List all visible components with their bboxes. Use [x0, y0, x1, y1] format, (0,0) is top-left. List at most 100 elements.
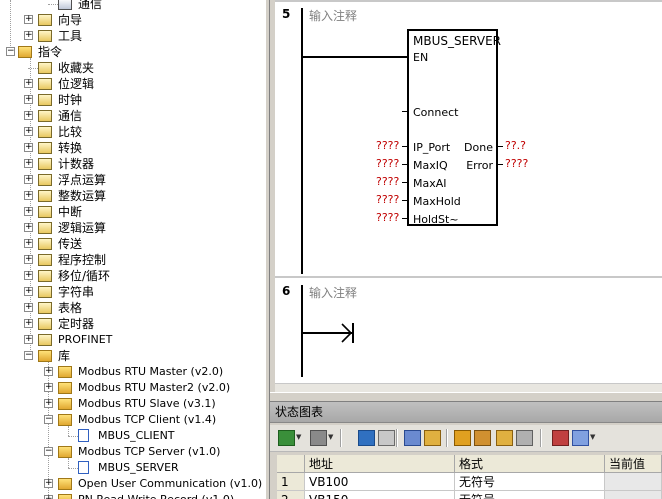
- insert-dropdown-arrow-icon[interactable]: ▼: [296, 433, 302, 441]
- grid-header-format[interactable]: 格式: [455, 455, 605, 473]
- project-tree[interactable]: 通信+向导+工具−指令收藏夹+位逻辑+时钟+通信+比较+转换+计数器+浮点运算+…: [0, 0, 265, 499]
- read-forced-icon[interactable]: [516, 430, 533, 446]
- expand-toggle-icon[interactable]: +: [24, 78, 33, 88]
- ip-port-operand[interactable]: ????: [376, 139, 400, 152]
- network-number[interactable]: 6: [282, 284, 291, 298]
- write-icon[interactable]: [424, 430, 441, 446]
- expand-toggle-icon[interactable]: +: [24, 174, 33, 184]
- status-chart-grid[interactable]: 地址 格式 当前值 1 VB100 无符号 2 VB150 无符号: [277, 455, 662, 499]
- tree-item[interactable]: +通信: [0, 108, 265, 124]
- expand-toggle-icon[interactable]: +: [24, 318, 33, 328]
- collapse-toggle-icon[interactable]: −: [44, 446, 53, 456]
- editor-status-splitter[interactable]: [270, 392, 662, 402]
- editor-horizontal-scrollbar[interactable]: [275, 383, 662, 392]
- delete-dropdown-arrow-icon[interactable]: ▼: [328, 433, 334, 441]
- insert-row-icon[interactable]: [278, 430, 295, 446]
- unforce-icon[interactable]: [474, 430, 491, 446]
- format-cell[interactable]: 无符号: [455, 491, 605, 499]
- address-cell[interactable]: VB150: [305, 491, 455, 499]
- holdst-operand[interactable]: ????: [376, 211, 400, 224]
- maxiq-operand[interactable]: ????: [376, 157, 400, 170]
- tree-item[interactable]: +字符串: [0, 284, 265, 300]
- tree-item[interactable]: −Modbus TCP Server (v1.0): [0, 444, 265, 460]
- expand-toggle-icon[interactable]: +: [24, 190, 33, 200]
- tree-item[interactable]: +整数运算: [0, 188, 265, 204]
- expand-toggle-icon[interactable]: +: [24, 302, 33, 312]
- network-comment[interactable]: 输入注释: [309, 9, 358, 23]
- tree-item[interactable]: +向导: [0, 12, 265, 28]
- expand-toggle-icon[interactable]: +: [24, 222, 33, 232]
- row-number[interactable]: 1: [277, 473, 305, 491]
- options-icon[interactable]: [572, 430, 589, 446]
- expand-toggle-icon[interactable]: +: [24, 110, 33, 120]
- collapse-toggle-icon[interactable]: −: [6, 46, 15, 56]
- pencil-icon[interactable]: [404, 430, 421, 446]
- expand-toggle-icon[interactable]: +: [24, 238, 33, 248]
- tree-item[interactable]: +移位/循环: [0, 268, 265, 284]
- collapse-toggle-icon[interactable]: −: [44, 414, 53, 424]
- grid-header-current-value[interactable]: 当前值: [605, 455, 662, 473]
- tree-item[interactable]: +Open User Communication (v1.0): [0, 476, 265, 492]
- grid-header-address[interactable]: 地址: [305, 455, 455, 473]
- tree-item[interactable]: +比较: [0, 124, 265, 140]
- network-comment[interactable]: 输入注释: [309, 286, 358, 300]
- expand-toggle-icon[interactable]: +: [24, 142, 33, 152]
- tree-splitter[interactable]: [265, 0, 270, 499]
- tree-item[interactable]: +工具: [0, 28, 265, 44]
- row-number[interactable]: 2: [277, 491, 305, 499]
- options-dropdown-arrow-icon[interactable]: ▼: [590, 433, 596, 441]
- expand-toggle-icon[interactable]: +: [24, 126, 33, 136]
- maxhold-operand[interactable]: ????: [376, 193, 400, 206]
- unforce-all-icon[interactable]: [496, 430, 513, 446]
- tree-item[interactable]: +传送: [0, 236, 265, 252]
- expand-toggle-icon[interactable]: +: [24, 286, 33, 296]
- tree-item[interactable]: +Modbus RTU Slave (v3.1): [0, 396, 265, 412]
- error-operand[interactable]: ????: [505, 157, 529, 170]
- format-cell[interactable]: 无符号: [455, 473, 605, 491]
- tree-item[interactable]: +Modbus RTU Master2 (v2.0): [0, 380, 265, 396]
- tree-item[interactable]: +Modbus RTU Master (v2.0): [0, 364, 265, 380]
- ladder-editor[interactable]: 5 输入注释 MBUS_SERVER EN Connect IP_Port Ma…: [270, 0, 662, 392]
- tree-item[interactable]: +位逻辑: [0, 76, 265, 92]
- expand-toggle-icon[interactable]: +: [24, 14, 33, 24]
- tree-item[interactable]: +表格: [0, 300, 265, 316]
- tree-item[interactable]: −Modbus TCP Client (v1.4): [0, 412, 265, 428]
- tree-item[interactable]: 收藏夹: [0, 60, 265, 76]
- tree-item[interactable]: +逻辑运算: [0, 220, 265, 236]
- done-operand[interactable]: ??.?: [505, 139, 527, 152]
- expand-toggle-icon[interactable]: +: [24, 334, 33, 344]
- tree-item[interactable]: +浮点运算: [0, 172, 265, 188]
- force-icon[interactable]: [454, 430, 471, 446]
- collapse-toggle-icon[interactable]: −: [24, 350, 33, 360]
- maxai-operand[interactable]: ????: [376, 175, 400, 188]
- delete-row-icon[interactable]: [310, 430, 327, 446]
- tree-item[interactable]: MBUS_SERVER: [0, 460, 265, 476]
- network-number[interactable]: 5: [282, 7, 291, 21]
- expand-toggle-icon[interactable]: +: [44, 478, 53, 488]
- expand-toggle-icon[interactable]: +: [24, 254, 33, 264]
- expand-toggle-icon[interactable]: +: [44, 382, 53, 392]
- tree-item[interactable]: +定时器: [0, 316, 265, 332]
- expand-toggle-icon[interactable]: +: [24, 30, 33, 40]
- tree-item[interactable]: 通信: [0, 0, 265, 12]
- read-all-icon[interactable]: [378, 430, 395, 446]
- expand-toggle-icon[interactable]: +: [44, 366, 53, 376]
- expand-toggle-icon[interactable]: +: [24, 158, 33, 168]
- trend-icon[interactable]: [552, 430, 569, 446]
- tree-item[interactable]: +PROFINET: [0, 332, 265, 348]
- expand-toggle-icon[interactable]: +: [24, 270, 33, 280]
- expand-toggle-icon[interactable]: +: [24, 94, 33, 104]
- tree-item[interactable]: +转换: [0, 140, 265, 156]
- tree-item[interactable]: +中断: [0, 204, 265, 220]
- address-cell[interactable]: VB100: [305, 473, 455, 491]
- mbus-server-block[interactable]: MBUS_SERVER EN Connect IP_Port MaxIQ Max…: [407, 29, 501, 226]
- expand-toggle-icon[interactable]: +: [24, 206, 33, 216]
- tree-item[interactable]: +PN Read Write Record (v1.0): [0, 492, 265, 499]
- tree-item[interactable]: +时钟: [0, 92, 265, 108]
- tree-item[interactable]: +程序控制: [0, 252, 265, 268]
- single-read-icon[interactable]: [358, 430, 375, 446]
- expand-toggle-icon[interactable]: +: [44, 398, 53, 408]
- tree-item[interactable]: MBUS_CLIENT: [0, 428, 265, 444]
- tree-item[interactable]: +计数器: [0, 156, 265, 172]
- tree-item[interactable]: −指令: [0, 44, 265, 60]
